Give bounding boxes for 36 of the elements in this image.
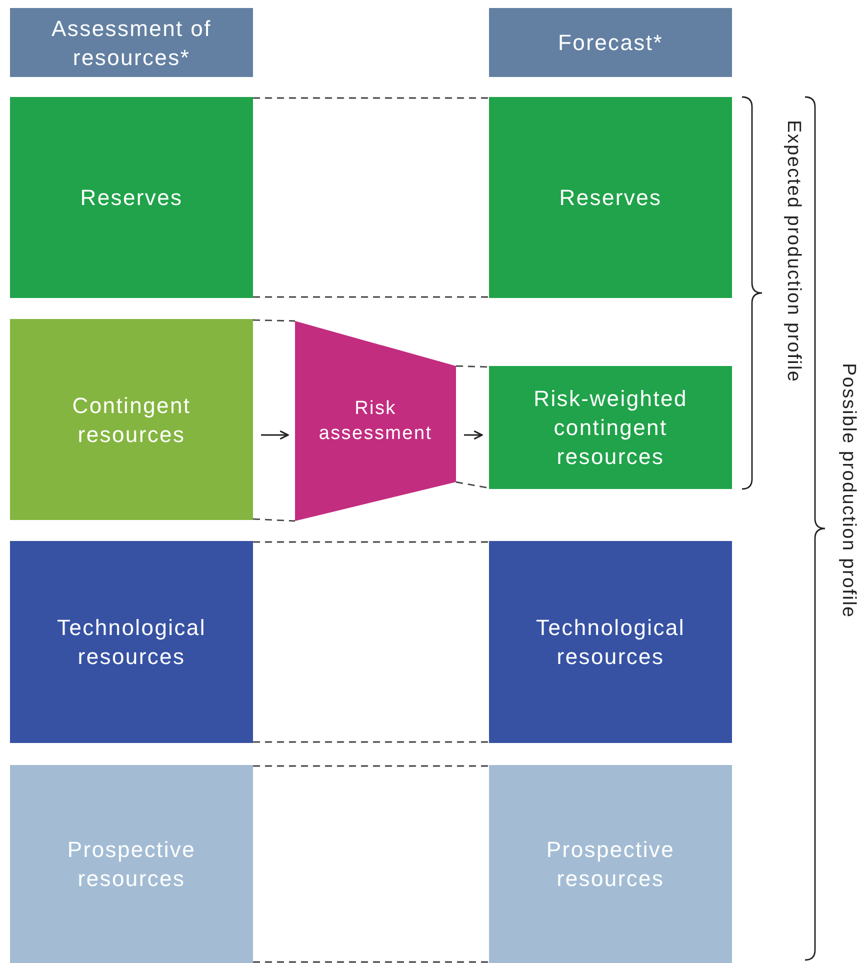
dashed-line — [456, 481, 490, 489]
node-label: Forecast* — [558, 29, 663, 57]
resource-box — [489, 541, 732, 743]
dashed-line — [253, 541, 489, 543]
node-label: Reserves — [80, 184, 183, 212]
node-label: Technological resources — [535, 614, 686, 671]
dashed-line — [252, 319, 296, 322]
bracket-label: Expected production profile — [782, 120, 804, 383]
resource-box — [489, 366, 732, 489]
dashed-line — [253, 741, 489, 743]
risk-assessment-trapezoid — [295, 321, 456, 521]
node-label: Risk-weighted contingent resources — [532, 385, 688, 471]
arrow — [464, 430, 483, 440]
resource-box — [10, 319, 253, 520]
node-label: Prospective resources — [66, 836, 197, 893]
node-label: Prospective resources — [545, 836, 676, 893]
dashed-line — [253, 97, 489, 99]
resource-box — [10, 541, 253, 743]
resource-box — [10, 97, 253, 298]
node-label: Risk assessment — [318, 397, 432, 446]
dashed-line — [253, 296, 489, 298]
dashed-line — [456, 365, 490, 368]
node-label: Technological resources — [56, 614, 207, 671]
resource-box — [489, 97, 732, 298]
resource-box — [489, 765, 732, 963]
node-label: Contingent resources — [71, 392, 192, 448]
dashed-line — [252, 518, 296, 522]
node-label: Assessment of resources* — [50, 14, 212, 72]
column-header — [489, 8, 732, 77]
bracket-label: Possible production profile — [837, 363, 859, 618]
node-label: Reserves — [559, 184, 662, 212]
dashed-line — [253, 765, 489, 767]
arrow — [261, 430, 289, 440]
dashed-line — [253, 961, 489, 963]
resource-box — [10, 765, 253, 963]
column-header — [10, 8, 253, 77]
